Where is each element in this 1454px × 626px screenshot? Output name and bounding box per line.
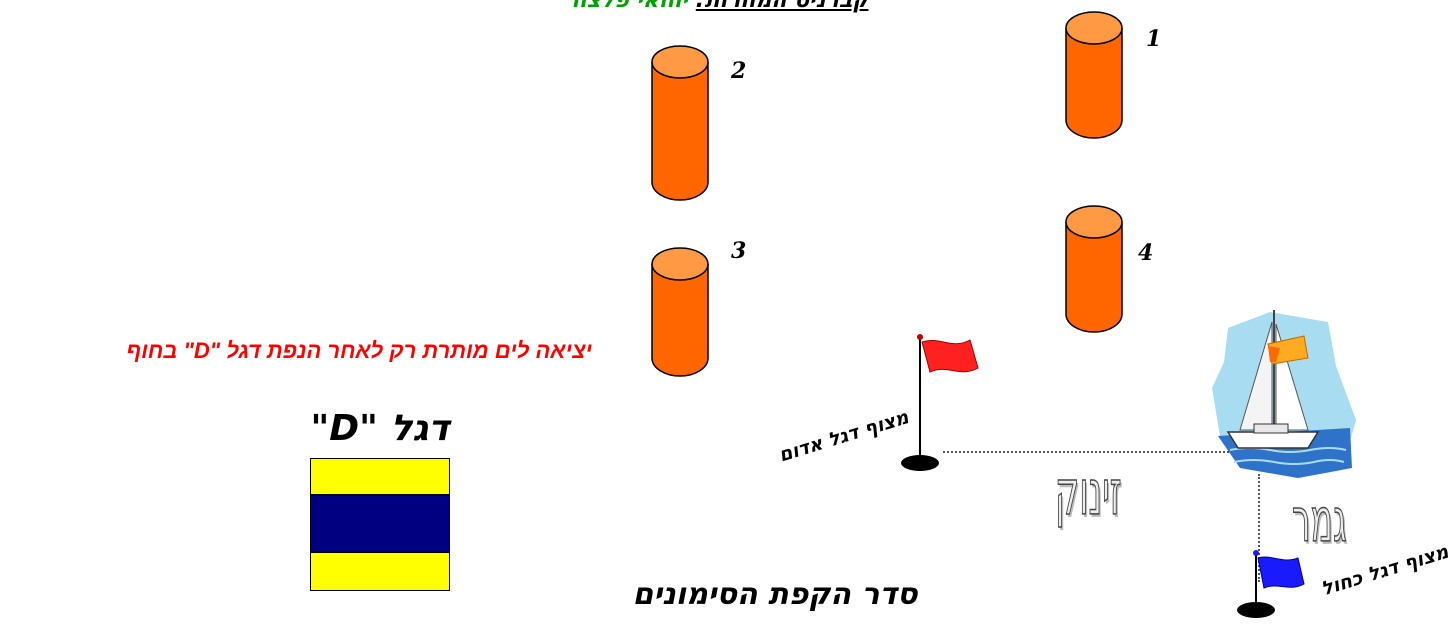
buoy-2-number: 2: [731, 58, 746, 84]
header-value: יוחאי פלצח: [572, 0, 689, 13]
flag-d-band-top: [310, 458, 450, 495]
buoy-3: [650, 246, 710, 384]
buoy-1-number: 1: [1146, 26, 1161, 52]
buoy-4-number: 4: [1138, 240, 1153, 266]
buoy-2: [650, 44, 710, 206]
launch-rule-text: יציאה לים מותרת רק לאחר הנפת דגל "D" בחו…: [0, 338, 592, 364]
flag-d-icon: [310, 458, 450, 591]
red-buoy-label: מצוף דגל אדום: [733, 406, 912, 480]
order-text: סדר הקפת הסימונים: [560, 577, 990, 612]
header-line: קברניט המחרות: יוחאי פלצח: [470, 0, 970, 13]
finish-label: גמר: [1292, 486, 1347, 556]
buoy-4: [1064, 204, 1124, 340]
buoy-3-icon: [650, 246, 710, 380]
red-flag-buoy: [890, 330, 990, 479]
start-line: [943, 451, 1233, 453]
flag-d-title: דגל "D": [280, 408, 480, 449]
header-label: קברניט המחרות:: [696, 0, 869, 13]
red-flag-icon: [890, 330, 990, 475]
buoy-1-icon: [1064, 10, 1124, 142]
flag-d-band-middle: [310, 495, 450, 552]
buoy-1: [1064, 10, 1124, 146]
sailboat-clipart: [1210, 308, 1360, 484]
buoy-2-icon: [650, 44, 710, 202]
buoy-3-number: 3: [731, 238, 746, 264]
flag-d-band-bottom: [310, 552, 450, 591]
sailboat-icon: [1210, 308, 1360, 480]
buoy-4-icon: [1064, 204, 1124, 336]
start-label: זינוק: [1055, 456, 1122, 529]
